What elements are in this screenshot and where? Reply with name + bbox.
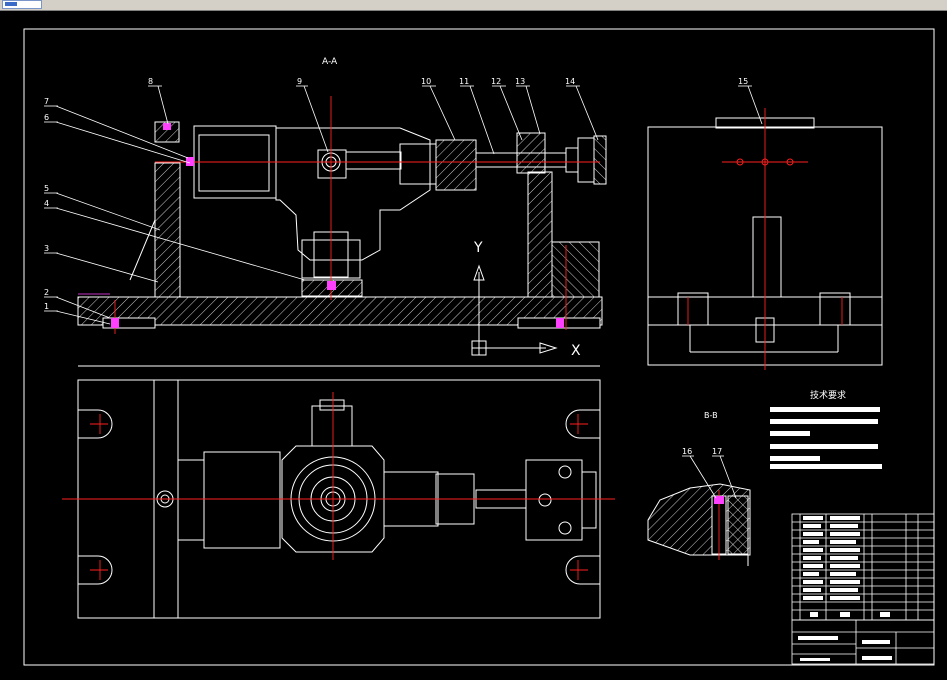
parts-list [791,513,935,621]
callout-1: 1 [44,302,49,311]
callout-6: 6 [44,113,49,122]
callout-2: 2 [44,288,49,297]
callout-3: 3 [44,244,49,253]
centerlines-aa [114,96,600,334]
callout-9: 9 [297,77,302,86]
section-aa-label: A-A [322,57,338,67]
callout-10: 10 [421,77,431,86]
callout-12: 12 [491,77,501,86]
callout-16: 16 [682,447,692,456]
section-bb-view: B-B [647,411,751,566]
plan-view [77,365,601,619]
callout-15: 15 [738,77,748,86]
drawing-border [23,28,935,666]
tech-requirements-title: 技术要求 [810,389,846,401]
fasteners-aa [111,123,564,328]
ucs-axis-icon: Y X [471,240,581,359]
callout-14: 14 [565,77,575,86]
title-block [791,619,935,665]
drawing-file-icon[interactable] [2,0,42,9]
callouts-aa: 8 9 10 11 12 13 14 7 6 5 4 3 2 [44,77,599,325]
callouts-bb: 16 17 [682,447,737,499]
callout-17: 17 [712,447,722,456]
centerlines-bb [714,490,724,560]
section-bb-label: B-B [704,411,718,420]
callout-4: 4 [44,199,49,208]
section-aa-view: A-A [77,57,607,329]
technical-requirements: 技术要求 [770,389,882,469]
centerlines-plan [62,392,615,580]
axis-x-label: X [571,343,581,359]
centerlines-side [687,108,843,370]
callout-7: 7 [44,97,49,106]
callout-8: 8 [148,77,153,86]
axis-y-label: Y [473,240,483,256]
callout-5: 5 [44,184,49,193]
callout-15-group: 15 [738,77,763,125]
callout-11: 11 [459,77,469,86]
viewer-toolbar [0,0,947,11]
callout-13: 13 [515,77,525,86]
